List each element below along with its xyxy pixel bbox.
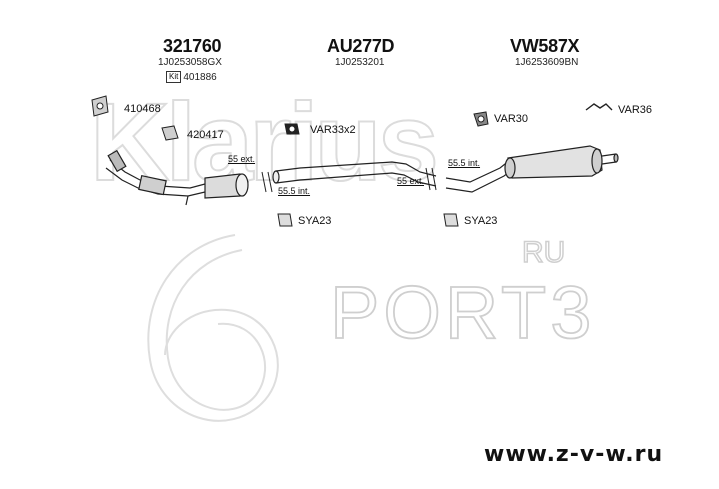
mount-var33-icon bbox=[284, 123, 300, 135]
gasket-b-icon bbox=[161, 125, 179, 141]
label-clamp-2[interactable]: SYA23 bbox=[464, 215, 498, 227]
dimension-front-ext: 55 ext. bbox=[228, 154, 256, 164]
middle-pipe[interactable] bbox=[272, 161, 437, 187]
label-mount-var33[interactable]: VAR33x2 bbox=[310, 124, 356, 136]
clamp-1-icon bbox=[277, 213, 293, 227]
website-url[interactable]: www.z-v-w.ru bbox=[484, 442, 664, 467]
kit-number: 401886 bbox=[183, 71, 217, 83]
kit-row: Kit 401886 bbox=[166, 71, 217, 83]
label-clamp-1[interactable]: SYA23 bbox=[298, 215, 332, 227]
part-number-front[interactable]: 321760 bbox=[163, 36, 222, 56]
dimension-front-int: 55.5 int. bbox=[278, 186, 311, 196]
catalytic-converter[interactable] bbox=[105, 149, 249, 206]
mount-var36-icon bbox=[585, 103, 613, 111]
watermark-port: PORT3 bbox=[330, 271, 595, 354]
dimension-rear-int: 55.5 int. bbox=[448, 158, 481, 168]
label-mount-var36[interactable]: VAR36 bbox=[618, 104, 653, 116]
label-gasket-b[interactable]: 420417 bbox=[187, 129, 224, 141]
oem-number-front: 1J0253058GX bbox=[158, 57, 222, 68]
part-number-middle[interactable]: AU277D bbox=[327, 36, 395, 56]
gasket-a-icon bbox=[91, 95, 109, 117]
oem-number-middle: 1J0253201 bbox=[335, 57, 385, 68]
joint-markers bbox=[261, 167, 437, 193]
kit-label: Kit bbox=[166, 71, 182, 83]
watermark-ru: RU bbox=[522, 236, 565, 269]
rear-silencer[interactable] bbox=[445, 145, 619, 193]
mount-var30-icon bbox=[473, 111, 489, 127]
watermark-six-logo bbox=[147, 234, 279, 422]
part-number-rear[interactable]: VW587X bbox=[510, 36, 580, 56]
oem-number-rear: 1J6253609BN bbox=[515, 57, 579, 68]
label-gasket-a[interactable]: 410468 bbox=[124, 103, 161, 115]
label-mount-var30[interactable]: VAR30 bbox=[494, 113, 529, 125]
clamp-2-icon bbox=[443, 213, 459, 227]
dimension-rear-ext: 55 ext. bbox=[397, 176, 425, 186]
